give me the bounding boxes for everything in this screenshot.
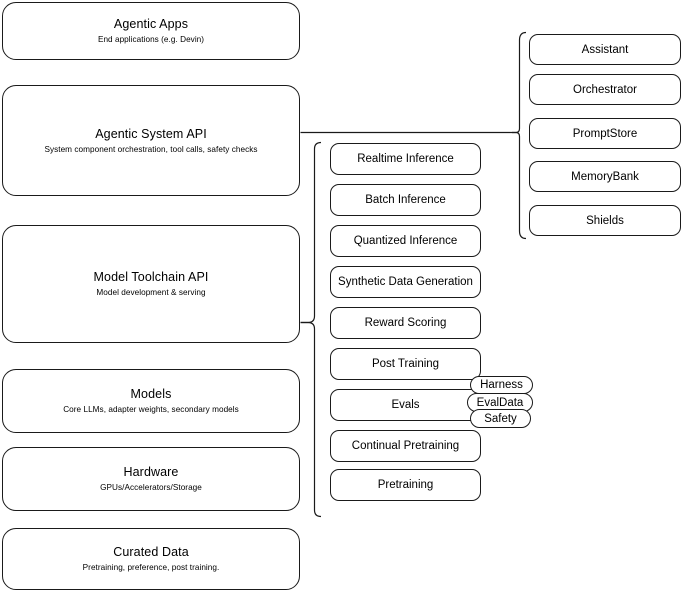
item-label: Assistant	[581, 43, 629, 56]
evaldata-pill[interactable]: EvalData	[467, 393, 533, 412]
item-synthetic-data-generation[interactable]: Synthetic Data Generation	[330, 266, 481, 298]
layer-subtitle: Core LLMs, adapter weights, secondary mo…	[63, 405, 239, 414]
layer-curated-data[interactable]: Curated Data Pretraining, preference, po…	[2, 528, 300, 590]
layer-title: Hardware	[123, 465, 179, 479]
layer-title: Agentic System API	[95, 126, 207, 141]
layer-agentic-system-api[interactable]: Agentic System API System component orch…	[2, 85, 300, 196]
item-label: Reward Scoring	[364, 317, 447, 329]
layer-models[interactable]: Models Core LLMs, adapter weights, secon…	[2, 369, 300, 433]
middle-brace-upper	[300, 141, 322, 324]
item-label: Continual Pretraining	[351, 440, 460, 452]
item-post-training[interactable]: Post Training	[330, 348, 481, 380]
item-label: Post Training	[371, 358, 440, 370]
right-brace-lower	[512, 131, 527, 240]
item-orchestrator[interactable]: Orchestrator	[529, 74, 681, 105]
layer-subtitle: Pretraining, preference, post training.	[82, 563, 220, 572]
layer-title: Models	[130, 387, 172, 401]
item-label: MemoryBank	[571, 170, 639, 183]
item-realtime-inference[interactable]: Realtime Inference	[330, 143, 481, 175]
pill-label: Safety	[484, 412, 517, 425]
item-shields[interactable]: Shields	[529, 205, 681, 236]
middle-brace-lower	[300, 321, 322, 518]
right-brace-upper	[512, 31, 527, 134]
item-pretraining[interactable]: Pretraining	[330, 469, 481, 501]
item-promptstore[interactable]: PromptStore	[529, 118, 681, 149]
pill-label: EvalData	[476, 396, 524, 409]
item-label: PromptStore	[572, 127, 638, 140]
item-assistant[interactable]: Assistant	[529, 34, 681, 65]
item-batch-inference[interactable]: Batch Inference	[330, 184, 481, 216]
layer-subtitle: GPUs/Accelerators/Storage	[100, 483, 202, 492]
item-label: Evals	[391, 399, 420, 411]
item-label: Quantized Inference	[353, 235, 458, 247]
item-continual-pretraining[interactable]: Continual Pretraining	[330, 430, 481, 462]
item-memorybank[interactable]: MemoryBank	[529, 161, 681, 192]
item-quantized-inference[interactable]: Quantized Inference	[330, 225, 481, 257]
layer-hardware[interactable]: Hardware GPUs/Accelerators/Storage	[2, 447, 300, 511]
layer-model-toolchain-api[interactable]: Model Toolchain API Model development & …	[2, 225, 300, 343]
layer-subtitle: End applications (e.g. Devin)	[97, 35, 205, 44]
layer-title: Curated Data	[113, 545, 189, 559]
harness-pill[interactable]: Harness	[470, 376, 533, 394]
layer-subtitle: System component orchestration, tool cal…	[44, 144, 258, 154]
item-label: Realtime Inference	[357, 153, 454, 165]
item-label: Batch Inference	[365, 194, 446, 206]
layer-subtitle: Model development & serving	[96, 288, 206, 297]
pill-label: Harness	[480, 379, 523, 391]
safety-pill[interactable]: Safety	[470, 409, 531, 428]
item-evals[interactable]: Evals	[330, 389, 481, 421]
item-label: Synthetic Data Generation	[338, 276, 473, 288]
layer-title: Model Toolchain API	[93, 270, 209, 284]
item-label: Pretraining	[377, 479, 434, 491]
item-label: Orchestrator	[573, 83, 637, 96]
layer-agentic-apps[interactable]: Agentic Apps End applications (e.g. Devi…	[2, 2, 300, 60]
item-label: Shields	[586, 214, 624, 227]
item-reward-scoring[interactable]: Reward Scoring	[330, 307, 481, 339]
layer-title: Agentic Apps	[113, 17, 189, 31]
